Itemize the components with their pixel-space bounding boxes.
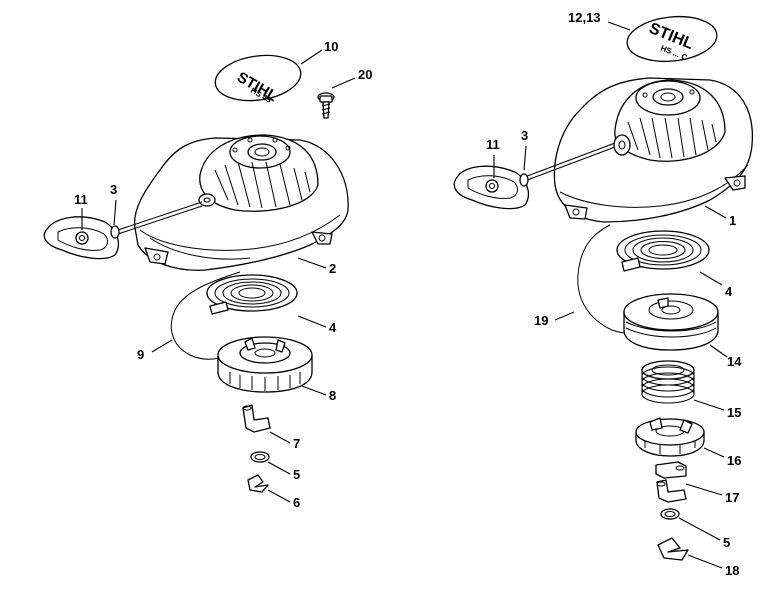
- left-screw: [317, 92, 335, 119]
- right-assembly: STIHL HS ... C: [453, 10, 754, 578]
- callout-14: 14: [727, 354, 742, 369]
- callout-4-left: 4: [329, 320, 337, 335]
- callout-5-right: 5: [723, 535, 730, 550]
- callout-19: 19: [534, 313, 548, 328]
- right-handle: [453, 165, 529, 210]
- right-carrier: [635, 417, 705, 457]
- callout-12-13: 12,13: [568, 10, 601, 25]
- callout-16: 16: [727, 453, 741, 468]
- right-coil-spring: [641, 360, 695, 404]
- callout-3-left: 3: [110, 182, 117, 197]
- callout-20: 20: [358, 67, 372, 82]
- left-assembly: STIHL HS 45: [43, 39, 372, 510]
- right-pawls: [655, 461, 687, 503]
- callout-5-left: 5: [293, 467, 300, 482]
- callout-4-right: 4: [725, 284, 733, 299]
- left-spring: [206, 274, 298, 315]
- left-rope-coil: [170, 271, 241, 360]
- left-clip: [247, 474, 269, 493]
- right-pulley: [623, 293, 719, 351]
- callout-9: 9: [137, 347, 144, 362]
- right-clip: [657, 537, 689, 561]
- callout-11-right: 11: [486, 137, 500, 152]
- callout-8: 8: [329, 388, 336, 403]
- right-spring: [616, 230, 710, 272]
- callout-17: 17: [725, 490, 739, 505]
- callout-2: 2: [329, 261, 336, 276]
- left-handle: [43, 216, 119, 260]
- right-washer: [660, 508, 680, 520]
- callout-18: 18: [725, 563, 739, 578]
- callout-3-right: 3: [521, 128, 528, 143]
- callout-15: 15: [727, 405, 741, 420]
- right-rope: [519, 142, 616, 187]
- left-pawl: [242, 404, 271, 433]
- left-pulley: [217, 336, 313, 393]
- left-decal: STIHL HS 45: [214, 54, 302, 105]
- callout-10: 10: [324, 39, 338, 54]
- callout-11-left: 11: [74, 192, 88, 207]
- right-housing: [553, 77, 754, 223]
- callout-1: 1: [729, 213, 736, 228]
- callout-6: 6: [293, 495, 300, 510]
- left-washer: [250, 451, 270, 463]
- callout-7: 7: [293, 436, 300, 451]
- left-rope: [110, 201, 203, 239]
- left-housing: [133, 134, 349, 271]
- right-decal: STIHL HS ... C: [626, 15, 718, 62]
